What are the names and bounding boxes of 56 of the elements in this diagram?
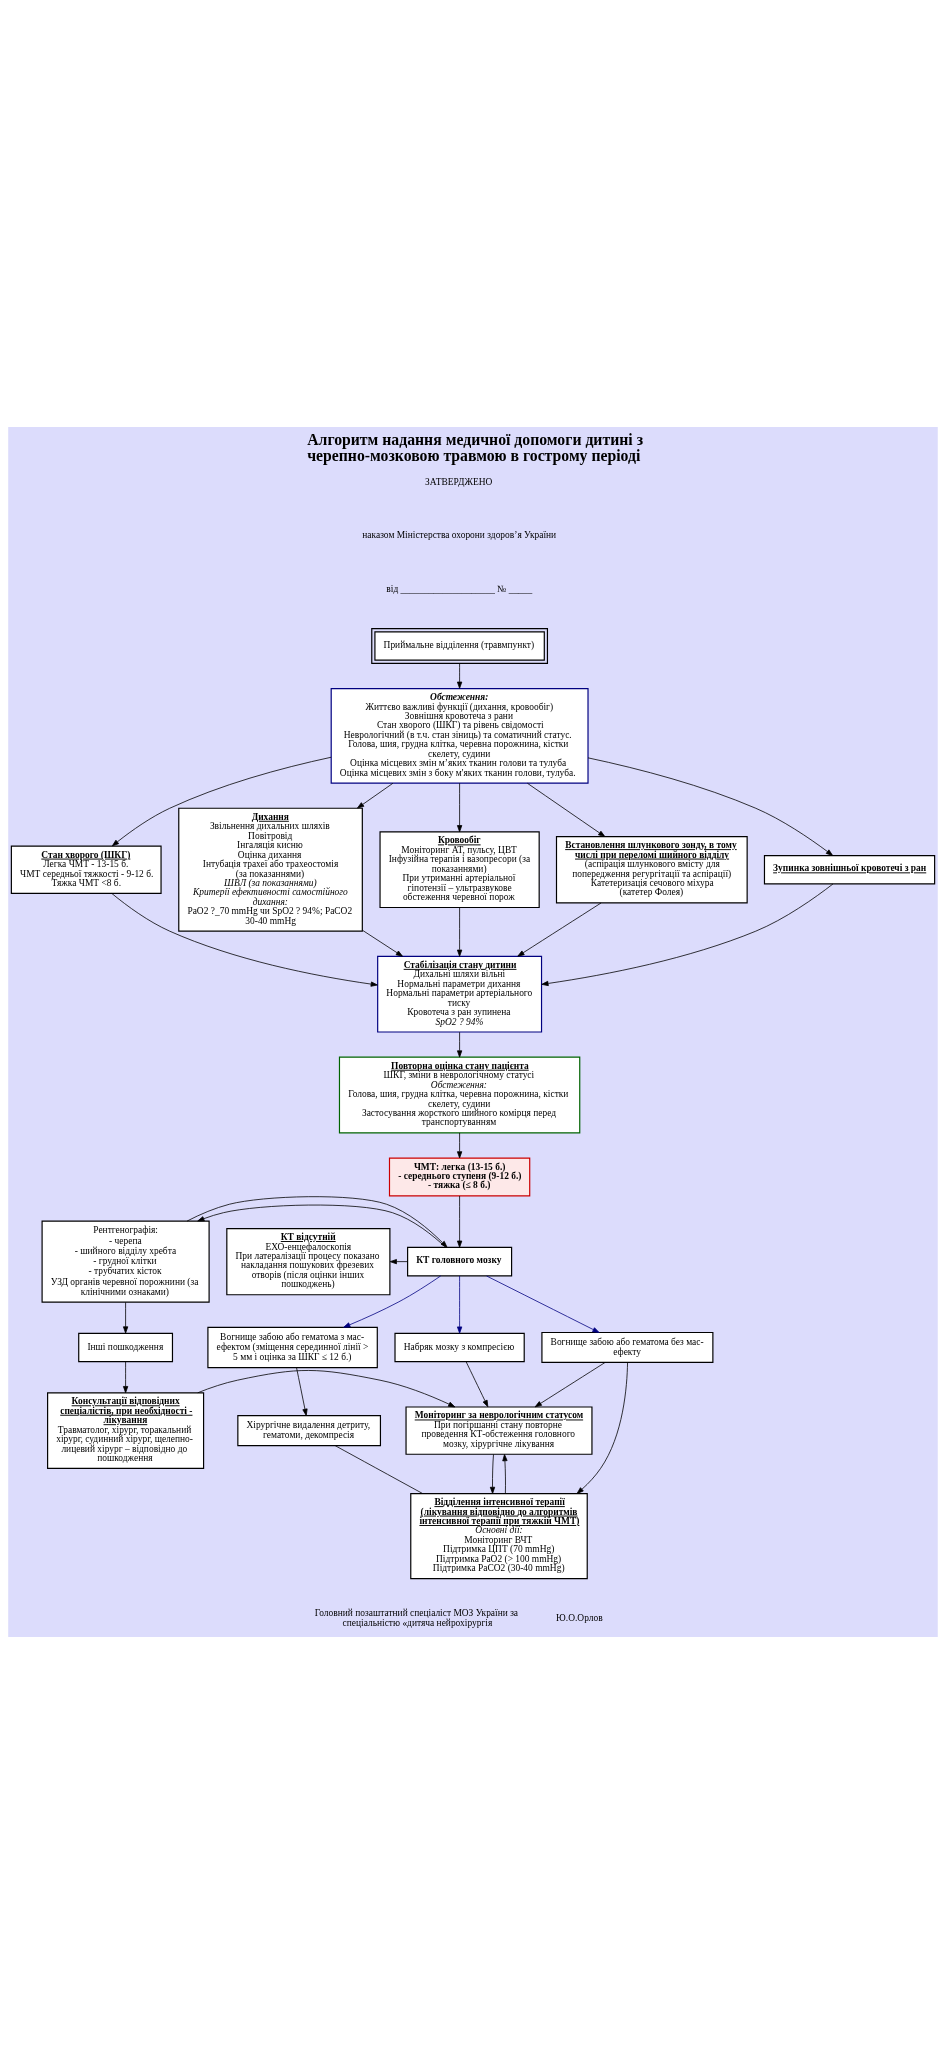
node-box: Відділення інтенсивної терапії (лікування відповідно до алгоритмів інтенсивної терапії при тяжкій ЧМТ) Основні дії: Моніторинг ВЧТ Підтримка ЦПТ (70 mmHg) Підтримка PaO2 (> 100 mmHg) Підтримка PaCO2 (30-40 mmHg): [410, 1493, 588, 1580]
label: ЗАТВЕРДЖЕНО: [424, 476, 493, 487]
node-box: ЧМТ: легка (13-15 б.) - середнього ступеня (9-12 б.) - тяжка (≤ 8 б.): [388, 1157, 531, 1197]
arrow: [502, 1454, 508, 1494]
arrow: [527, 782, 606, 837]
arrow: [457, 663, 463, 689]
node-box: Рентгенографія: - черепа - шийного відділу хребта - грудної клітки - трубчатих кісток УЗД органів черевної порожнини (за клінічними ознаками): [41, 1220, 210, 1303]
arrow: [541, 883, 834, 987]
node-box: Інші пошкодження: [78, 1332, 174, 1363]
arrow: [111, 893, 378, 987]
node-box: Повторна оцінка стану пацієнта ШКГ, зміни в неврологічному статусі Обстеження: Голова, шия, грудна клітка, черевна порожнина, кістки скелету, судини Застосування жорсткого шийного комірця перед транспортуванням: [338, 1056, 581, 1134]
arrow: [587, 757, 833, 856]
arrow: [111, 756, 332, 847]
arrow: [389, 1259, 408, 1265]
label: наказом Міністерства охорони здоров’я України: [362, 530, 557, 541]
arrow: [489, 1454, 496, 1494]
connector: [334, 1445, 424, 1494]
label: Ю.О.Орлов: [556, 1613, 603, 1624]
node-box: КТ відсутній ЕХО-енцефалоскопія При латералізації процесу показано накладання пошукових фрезевих отворів (після оцінки інших пошкоджень): [226, 1227, 391, 1296]
arrow: [357, 782, 394, 809]
diagram-title: Алгоритм надання медичної допомоги дитині з черепно-мозковою травмою в гострому періоді: [307, 431, 643, 464]
arrow: [457, 1031, 463, 1058]
node-box: Консультації відповідних спеціалістів, при необхідності - лікування Травматолог, хірург, торакальний хірург, судинний хірург, щелепно-лицевий хірург – відповідно до пошкодження: [47, 1392, 205, 1469]
node-box: Вогнище забою або гематома без мас-ефекту: [541, 1331, 714, 1364]
node-box: КТ головного мозку: [407, 1246, 513, 1277]
arrow: [465, 1361, 489, 1408]
arrow: [457, 1132, 463, 1159]
arrow: [457, 782, 463, 833]
arrow: [123, 1301, 129, 1334]
node-box: Зупинка зовнішньої кровотечі з ран: [763, 854, 936, 885]
node-box: Встановлення шлункового зонду, в тому числі при переломі шийного відділу (аспірація шлункового вмісту для попередження регургітації та аспірації) Катетеризація сечового міхура (катетер Фолея): [555, 836, 748, 904]
node-box: Стабілізація стану дитини Дихальні шляхи вільні Нормальні параметри дихання Нормальні параметри артеріального тиску Кровотеча з ран зупинена SpO2 ? 94%: [377, 955, 543, 1033]
arrow: [197, 1204, 447, 1248]
node-box: Набряк мозку з компресією: [394, 1332, 525, 1363]
arrow: [457, 907, 463, 957]
arrow: [123, 1361, 129, 1394]
arrow: [457, 1195, 463, 1248]
arrow: [517, 902, 602, 957]
arrow: [343, 1275, 442, 1328]
arrow: [486, 1275, 600, 1333]
node-box: Стан хворого (ШКГ) Легка ЧМТ - 13-15 б. ЧМТ середньої тяжкості - 9-12 б. Тяжка ЧМТ <8 б.: [10, 845, 162, 894]
arrow: [197, 1370, 456, 1408]
node-box: Моніторинг за неврологічним статусом При погіршанні стану повторне проведення КТ-обстеження головного мозку, хірургічне лікування: [405, 1406, 593, 1455]
node-box: Обстеження: Життєво важливі функції (дихання, кровообіг) Зовнішня кровотеча з рани Стан хворого (ШКГ) та рівень свідомості Неврологічний (в т.ч. стан зіниць) та соматичний статус. Голова, шия, грудна клітка, черевна порожнина, кістки скелету, судини Оцінка місцевих змін м’яких тканин голови та тулуба Оцінка місцевих змін з боку м'яких тканин голови, тулуба.: [330, 687, 589, 784]
arrow: [296, 1367, 308, 1416]
arrow: [534, 1362, 606, 1408]
label: від ____________________ № _____: [386, 583, 533, 594]
arrow: [362, 929, 403, 957]
node-box: Дихання Звільнення дихальних шляхів Повітровід Інгаляція кисню Оцінка дихання Інтубація трахеї або трахеостомія (за показаннями) ШВЛ (за показаннями) Критерії ефективності самостійного дихання: PaO2 ?_70 mmHg чи SpO2 ? 94%; PaCO2 30-40 mmHg: [178, 807, 363, 932]
arrow: [186, 1196, 448, 1248]
arrow: [576, 1362, 628, 1494]
label: Головний позаштатний спеціаліст МОЗ України за спеціальністю «дитяча нейрохірургія: [314, 1608, 519, 1629]
node-box: Кровообіг Моніторинг АТ, пульсу, ЦВТ Інфузійна терапія і вазопресори (за показаннями) При утриманні артеріальної гіпотензії – ультразвукове обстеження черевної порож: [379, 831, 540, 909]
node-box: Хірургічне видалення детриту, гематоми, декомпресія: [237, 1415, 382, 1447]
node-box: Вогнище забою або гематома з мас-ефектом (зміщення серединної лінії > 5 мм і оцінка за ШКГ ≤ 12 б.): [207, 1326, 378, 1369]
arrow: [457, 1275, 463, 1334]
